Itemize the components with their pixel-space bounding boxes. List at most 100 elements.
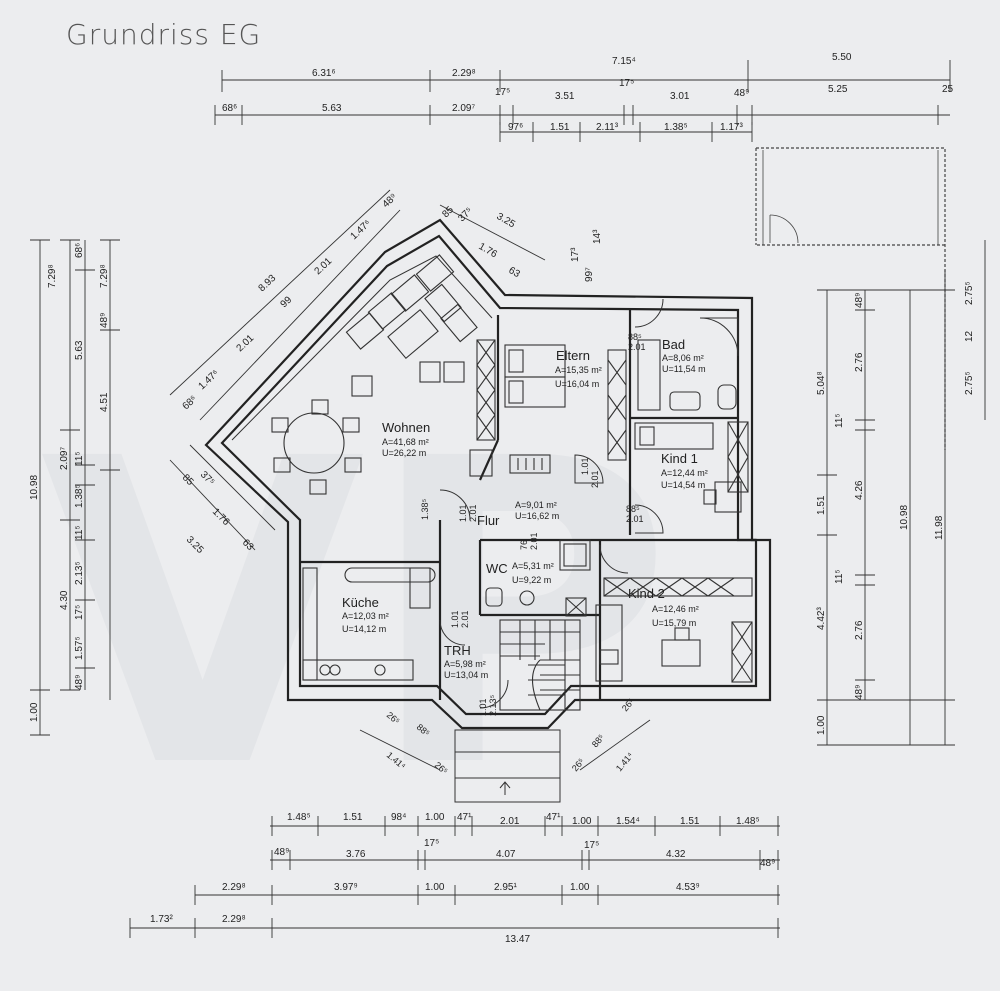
dim-right2-2: 11⁵ (834, 413, 845, 428)
dim-right1-0: 5.04⁸ (816, 371, 827, 395)
dim-right2-4: 11⁵ (834, 569, 845, 584)
dim-top2-0: 68⁶ (222, 103, 237, 114)
dim-left-inner2-2: 4.51 (99, 392, 110, 412)
room-bad-perimeter: U=11,54 m (662, 364, 706, 374)
interior-walls (300, 310, 756, 700)
left-dimension-chains: 10.98 1.00 7.29⁸ 2.09⁷ 4.30 68⁶ 5.63 11⁵… (29, 239, 120, 736)
room-flur-area: A=9,01 m² (515, 500, 557, 510)
dim-diag-nw-3: 2.01 (235, 333, 257, 355)
dim-bot2-4: 17⁵ (584, 840, 599, 851)
dim-left-outer-1: 1.00 (29, 702, 40, 722)
dim-left-mid-2: 4.30 (59, 590, 70, 610)
dim-left-inner-6: 17⁵ (74, 605, 85, 620)
dim-bot1-0: 1.48⁵ (287, 812, 311, 823)
door-label-8: 88⁵ (626, 504, 640, 514)
dim-diag-nw-2: 1.47⁶ (349, 218, 374, 242)
dim-bot2-5: 4.32 (666, 849, 686, 860)
sofa-set (345, 254, 478, 397)
dim-right2-5: 2.76 (854, 620, 865, 640)
dim-diag-nw-7: 48⁹ (381, 192, 400, 211)
door-label-9: 2.01 (626, 514, 644, 524)
dim-left-mid-1: 2.09⁷ (59, 447, 70, 470)
dim-left-inner-4: 11⁵ (74, 525, 85, 540)
dim-top2-4: 3.51 (555, 91, 575, 102)
plan-title: Grundriss EG (66, 18, 262, 51)
dim-top3-1: 1.51 (550, 122, 570, 133)
door-label-2: 1.01 (458, 504, 468, 522)
kind1-furniture (634, 421, 749, 513)
bathroom-fixtures (637, 317, 739, 411)
dim-bot1-10: 1.48⁵ (736, 816, 760, 827)
dim-top1-1: 2.29⁸ (452, 68, 476, 79)
dim-bot1-9: 1.51 (680, 816, 700, 827)
door-label-11: 1.01 (450, 610, 460, 628)
room-kind2-perimeter: U=15,79 m (652, 618, 696, 628)
room-kind1-perimeter: U=14,54 m (661, 480, 705, 490)
dim-left-inner-0: 68⁶ (74, 243, 85, 258)
wardrobe-eltern (476, 339, 627, 461)
dim-left-inner-1: 5.63 (74, 340, 85, 360)
dim-left-mid-0: 7.29⁸ (47, 264, 58, 288)
dim-left-inner2-0: 7.29⁸ (99, 264, 110, 288)
room-bad-name: Bad (662, 337, 685, 352)
room-kueche-area: A=12,03 m² (342, 611, 389, 621)
room-flur-perimeter: U=16,62 m (515, 511, 559, 521)
dim-diag-ne-6: 99⁷ (584, 267, 595, 282)
exterior-walls (204, 218, 772, 803)
dim-left-inner-7: 1.57⁵ (74, 636, 85, 660)
doors: 88⁵ 2.01 1.01 2.01 1.01 2.01 76 2.01 88⁵… (420, 298, 664, 716)
coat-rack (469, 449, 551, 477)
room-kind1-area: A=12,44 m² (661, 468, 708, 478)
dining-table (271, 399, 362, 495)
dim-bot1-5: 2.01 (500, 816, 520, 827)
dim-top2-9: 25 (942, 84, 954, 95)
room-wohnen-perimeter: U=26,22 m (382, 448, 426, 458)
room-flur-name: Flur (477, 513, 500, 528)
wc-fixtures (485, 539, 591, 617)
room-kueche-name: Küche (342, 595, 379, 610)
dim-left-inner-3: 1.38⁵ (74, 484, 85, 508)
room-kind1-name: Kind 1 (661, 451, 698, 466)
dim-bot2-3: 4.07 (496, 849, 516, 860)
dim-right1-1: 1.51 (816, 495, 827, 515)
dim-right2-3: 4.26 (854, 480, 865, 500)
dim-right3-0: 10.98 (899, 505, 910, 530)
dim-bot2-0: 48⁹ (274, 847, 289, 858)
dim-left-inner-8: 48⁹ (74, 675, 85, 690)
door-label-4: 1.01 (580, 457, 590, 475)
door-label-6: 76 (519, 540, 529, 550)
dim-top3-2: 2.11³ (596, 122, 619, 133)
dim-bot2-1: 3.76 (346, 849, 366, 860)
dim-bot1-2: 98⁴ (391, 812, 406, 823)
bottom-dimension-chains: 1.48⁵ 1.51 98⁴ 1.00 47¹ 2.01 47¹ 1.00 1.… (129, 812, 780, 945)
dim-right-edge-2: 2.75⁵ (964, 371, 975, 395)
room-eltern-area: A=15,35 m² (555, 365, 602, 375)
dim-left-outer-0: 10.98 (29, 475, 40, 500)
room-trh-perimeter: U=13,04 m (444, 670, 488, 680)
dim-bot1-4: 47¹ (457, 812, 472, 823)
dim-bot1-1: 1.51 (343, 812, 363, 823)
room-kind2-name: Kind 2 (628, 586, 665, 601)
dim-diag-ne-1: 1.76 (477, 241, 500, 260)
dim-bot1-3: 1.00 (425, 812, 445, 823)
dim-diag-ne-7: 14³ (592, 229, 603, 244)
dim-top2-6: 3.01 (670, 91, 690, 102)
door-label-14: 2.13⁵ (488, 694, 498, 716)
dim-top1-2: 7.15⁴ (612, 56, 636, 67)
dim-top3-4: 1.17³ (720, 122, 743, 133)
room-wohnen-name: Wohnen (382, 420, 430, 435)
dim-diag-ne-5: 17³ (570, 247, 581, 262)
dim-bot3-2: 1.00 (425, 882, 445, 893)
dim-bot3-1: 3.97⁹ (334, 882, 358, 893)
door-label-7: 2.01 (529, 532, 539, 550)
door-label-10: 1.38⁵ (420, 498, 430, 520)
dim-bot1-8: 1.54⁴ (616, 816, 640, 827)
room-wc-area: A=5,31 m² (512, 561, 554, 571)
dim-right-edge-1: 12 (964, 330, 975, 342)
dim-right-edge-0: 2.75⁵ (964, 281, 975, 305)
dim-bot3-5: 4.53⁹ (676, 882, 700, 893)
dim-top2-7: 48⁹ (734, 88, 749, 99)
door-label-0: 88⁵ (628, 332, 642, 342)
dim-bot3-3: 2.95¹ (494, 882, 517, 893)
